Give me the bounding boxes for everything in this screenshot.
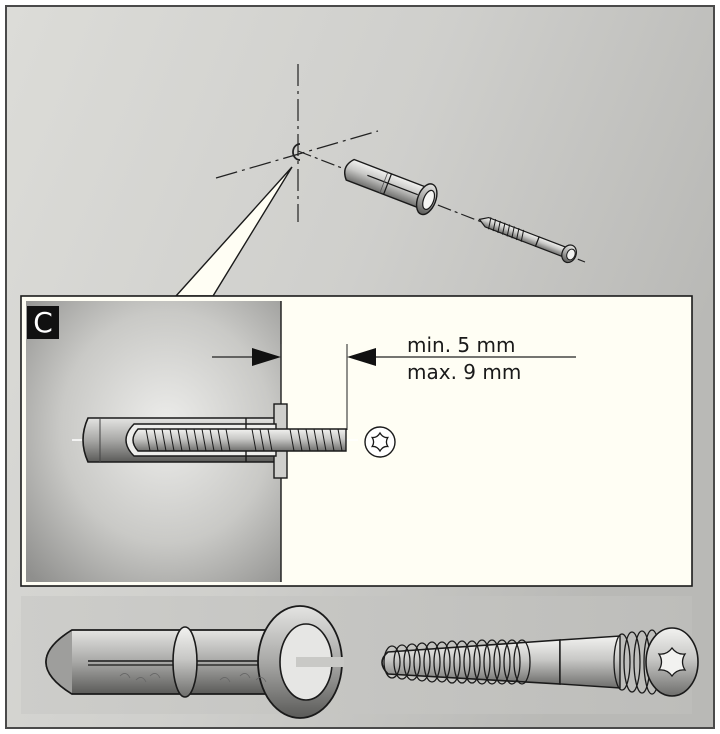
drill-hole [292,143,301,161]
detail-badge: C [27,306,59,339]
max-depth-label: max. 9 mm [407,360,522,384]
dim-arrow-left [252,348,281,366]
top-scene [215,64,586,264]
dim-arrow-right [347,348,376,366]
detail-panel [20,295,693,587]
screw-large-icon [381,627,699,697]
dowel-large-icon [45,605,344,719]
screw-icon [478,216,577,264]
min-depth-label: min. 5 mm [407,333,516,357]
torx-head-icon [364,426,396,458]
screw-section-icon [132,428,347,452]
crosshair-horizontal [215,130,379,179]
dowel-icon [344,158,438,216]
